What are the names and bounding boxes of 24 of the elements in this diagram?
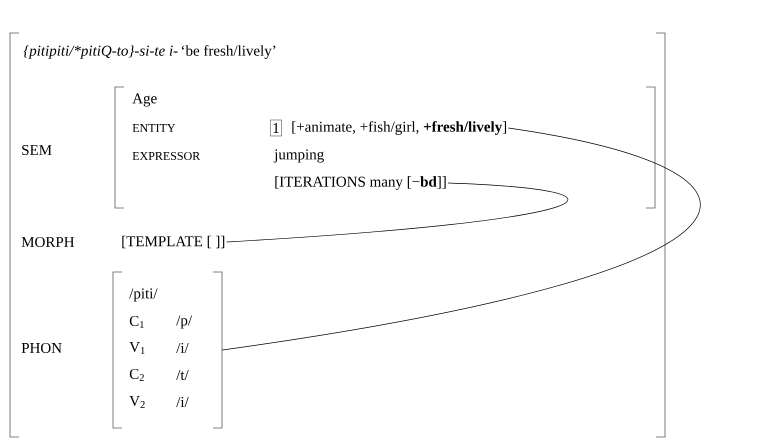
phonological-feature: /piti/ <box>129 288 158 302</box>
phonological-feature: C$_{2}$ <box>130 368 144 382</box>
gloss: ‘be fresh/lively’ <box>182 45 276 59</box>
feature-value: [+animate, +fish/girl, +fresh/lively] <box>292 121 506 135</box>
phonological-feature: V$_{2}$ <box>129 396 145 408</box>
tag-box: 1 <box>270 120 282 136</box>
feature-label: MORPH <box>22 236 74 248</box>
phonological-feature: C$_{1}$ <box>130 316 144 328</box>
phonological-feature: V$_{1}$ <box>129 342 145 354</box>
connecting-line <box>222 128 701 350</box>
feature-name: Age <box>132 93 157 107</box>
feature-value: [TEMPLATE [ ]] <box>122 236 224 248</box>
feature-name: ENTITY <box>132 124 176 132</box>
phonological-feature: /i/ <box>176 396 189 408</box>
feature-label: SEM <box>22 144 52 156</box>
connecting-line <box>226 182 568 242</box>
heading: {pitipiti/*pitiQ-to}-si-te i- <box>23 45 178 59</box>
feature-name: EXPRESSOR <box>132 152 200 160</box>
feature-label: PHON <box>22 342 62 354</box>
phonological-feature: /p/ <box>176 315 192 329</box>
feature-value: [ITERATIONS many [−bd]] <box>275 176 446 190</box>
phonological-feature: /i/ <box>176 342 189 354</box>
feature-value: jumping <box>274 149 324 163</box>
phonological-feature: /t/ <box>176 370 189 380</box>
